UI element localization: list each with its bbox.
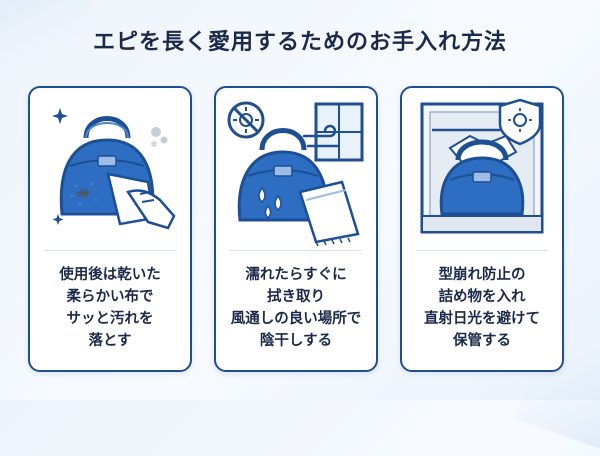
care-card-storage: 型崩れ防止の 詰め物を入れ 直射日光を避けて 保管する [400,86,564,372]
card-divider [230,250,362,251]
care-steps: 使用後は乾いた 柔らかい布で サッと汚れを 落とす [28,86,572,376]
care-caption: 濡れたらすぐに 拭き取り 風通しの良い場所で 陰干しする [222,264,370,352]
towel-icon [298,180,360,246]
wind-icon [302,124,340,148]
no-sunlight-icon [227,101,265,139]
caption-line: 型崩れ防止の [438,267,526,283]
care-caption: 型崩れ防止の 詰め物を入れ 直射日光を避けて 保管する [408,264,556,352]
sparkle-icon [52,108,68,124]
care-caption: 使用後は乾いた 柔らかい布で サッと汚れを 落とす [36,264,184,352]
window-icon [314,102,364,162]
bag-wiping-icon [52,108,176,230]
caption-line: 直射日光を避けて [424,311,540,327]
caption-line: 濡れたらすぐに [245,267,347,283]
caption-line: 陰干しする [259,333,333,349]
page-title: エピを長く愛用するためのお手入れ方法 [92,30,507,55]
caption-line: 落とす [88,333,132,349]
caption-line: 保管する [453,333,511,349]
caption-line: サッと汚れを [66,311,154,327]
card-divider [44,250,176,251]
caption-line: 風通しの良い場所で [230,311,362,327]
sparkle-icon [52,214,64,225]
card-divider [416,250,548,251]
bag-storage-icon [420,98,544,234]
caption-line: 拭き取り [267,289,325,305]
care-card-dry: 濡れたらすぐに 拭き取り 風通しの良い場所で 陰干しする [214,86,378,372]
care-card-wipe: 使用後は乾いた 柔らかい布で サッと汚れを 落とす [28,86,192,372]
uv-shield-icon [498,98,542,146]
caption-line: 使用後は乾いた [59,267,161,283]
caption-line: 柔らかい布で [66,289,154,305]
wet-bag-drying-icon [227,101,364,246]
water-drop-icon [258,186,282,220]
caption-line: 詰め物を入れ [438,289,526,305]
